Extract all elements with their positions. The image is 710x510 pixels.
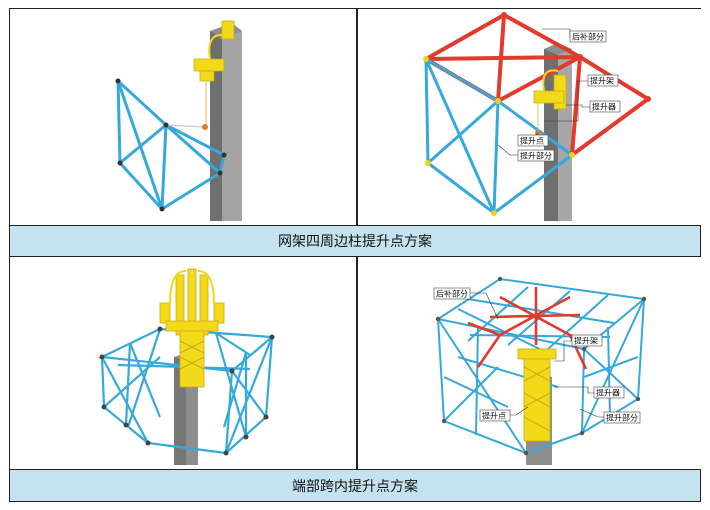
label-rear-fill-2: 后补部分: [436, 289, 468, 299]
label-rear-fill: 后补部分: [572, 32, 604, 42]
panel-bottom-left: [10, 257, 356, 469]
label-lift-point: 提升点: [520, 136, 544, 146]
figure-frame: 后补部分 提升架 提升器 提升点 提升部分 网架四周边柱提升点方案: [9, 8, 702, 502]
label-lifter: 提升器: [592, 102, 616, 112]
label-lift-part: 提升部分: [520, 151, 552, 161]
panel-top-left: [10, 9, 356, 225]
label-lift-frame: 提升架: [590, 76, 614, 86]
row1-caption: 网架四周边柱提升点方案: [10, 225, 700, 257]
span-lift-illustration: [98, 268, 275, 465]
panel-top-right: 后补部分 提升架 提升器 提升点 提升部分: [358, 9, 702, 225]
label-lift-frame-2: 提升架: [574, 336, 598, 346]
column-lift-illustration: [115, 20, 242, 221]
row2-caption: 端部跨内提升点方案: [10, 469, 700, 501]
column-lift-with-rear-fill-illustration: 后补部分 提升架 提升器 提升点 提升部分: [423, 12, 651, 221]
panel-bottom-right: 后补部分 提升架 提升器 提升点 提升部分: [358, 257, 702, 469]
label-lift-point-2: 提升点: [482, 411, 506, 421]
label-lifter-2: 提升器: [596, 388, 620, 398]
label-lift-part-2: 提升部分: [606, 413, 638, 423]
span-lift-with-rear-fill-illustration: 后补部分 提升架 提升器 提升点 提升部分: [433, 276, 647, 465]
